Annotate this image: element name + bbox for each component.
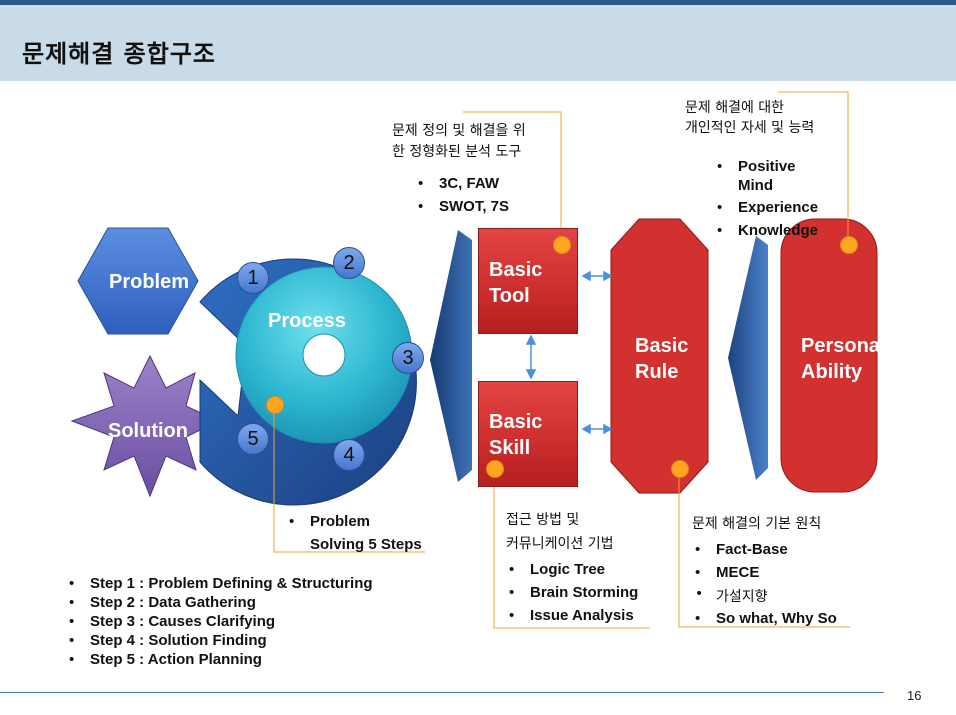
step-badge-3: 3	[392, 342, 424, 374]
title-bar	[0, 5, 956, 81]
connector-arrows	[525, 270, 613, 435]
footer-line	[0, 692, 884, 693]
basic-skill-label: Basic Skill	[489, 411, 543, 459]
page-title: 문제해결 종합구조	[22, 40, 216, 68]
callout-dot-process	[266, 396, 284, 414]
problem-label: Problem	[109, 271, 190, 293]
skill-item-2: Brain Storming	[509, 584, 638, 601]
step-badge-1: 1	[237, 262, 269, 294]
step-item-4: Step 4 : Solution Finding	[69, 632, 267, 649]
basic-rule-label: Basic Rule	[635, 335, 689, 383]
callout-dot-rule	[671, 460, 689, 478]
rule-item-3: 가설지향	[695, 586, 767, 606]
rule-note-line1: 문제 해결의 기본 원칙	[692, 516, 822, 532]
rule-item-1: Fact-Base	[695, 541, 788, 558]
process-note-item: Problem Solving 5 Steps	[289, 510, 422, 556]
left-chevron	[430, 230, 472, 482]
ability-item-2: Experience	[717, 199, 818, 216]
personal-ability-shape	[780, 218, 878, 493]
step-badge-4: 4	[333, 439, 365, 471]
rule-item-4: So what, Why So	[695, 610, 837, 627]
callout-dot-skill	[486, 460, 504, 478]
ability-item-1: Positive Mind	[717, 157, 795, 195]
tool-note-line1: 문제 정의 및 해결을 위	[392, 123, 526, 139]
right-chevron	[728, 236, 768, 480]
problem-hexagon	[77, 227, 199, 335]
tool-item-1: 3C, FAW	[418, 175, 499, 192]
tool-item-2: SWOT, 7S	[418, 198, 509, 215]
tool-note-line2: 한 정형화된 분석 도구	[392, 144, 522, 160]
callout-dot-ability	[840, 236, 858, 254]
ability-item-3: Knowledge	[717, 222, 818, 239]
top-accent-line	[0, 0, 956, 5]
ability-note-line1: 문제 해결에 대한	[685, 100, 785, 116]
ability-note-line2: 개인적인 자세 및 능력	[685, 120, 815, 136]
step-badge-2: 2	[333, 247, 365, 279]
solution-label: Solution	[108, 420, 188, 442]
personal-ability-label: Personal Ability	[801, 335, 886, 383]
basic-tool-label: Basic Tool	[489, 259, 543, 307]
process-label: Process	[268, 310, 346, 332]
step-item-3: Step 3 : Causes Clarifying	[69, 613, 275, 630]
step-item-2: Step 2 : Data Gathering	[69, 594, 256, 611]
process-hole	[302, 333, 346, 377]
step-item-5: Step 5 : Action Planning	[69, 651, 262, 668]
step-badge-5: 5	[237, 423, 269, 455]
rule-item-2: MECE	[695, 564, 760, 581]
skill-item-1: Logic Tree	[509, 561, 605, 578]
skill-item-3: Issue Analysis	[509, 607, 634, 624]
page-number: 16	[907, 688, 922, 703]
basic-rule-shape	[610, 218, 709, 494]
step-item-1: Step 1 : Problem Defining & Structuring	[69, 575, 372, 592]
skill-note-line2: 커뮤니케이션 기법	[506, 536, 614, 552]
solution-star	[70, 354, 220, 498]
callout-dot-tool	[553, 236, 571, 254]
skill-note-line1: 접근 방법 및	[506, 512, 580, 528]
